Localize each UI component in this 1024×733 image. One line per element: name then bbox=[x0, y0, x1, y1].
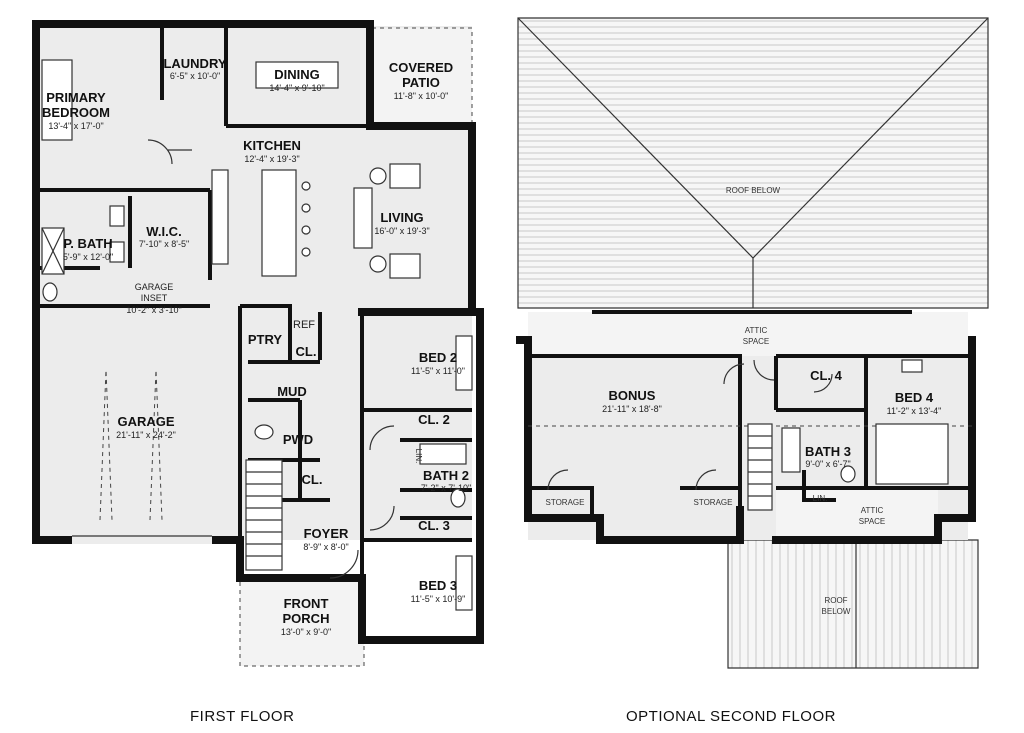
primary-bedroom-name-1: PRIMARY bbox=[46, 90, 106, 105]
dining-dims: 14'-4" x 9'-10" bbox=[269, 83, 324, 93]
front-porch-name-2: PORCH bbox=[283, 611, 330, 626]
first-floor-plan: PRIMARY BEDROOM 13'-4" x 17'-0" LAUNDRY … bbox=[32, 20, 484, 667]
kitchen-counter bbox=[211, 169, 229, 265]
second-floor-title: OPTIONAL SECOND FLOOR bbox=[626, 708, 836, 725]
bath3-name: BATH 3 bbox=[805, 444, 851, 459]
primary-bed bbox=[41, 59, 73, 141]
bed3-dims: 11'-5" x 10'-9" bbox=[411, 594, 466, 604]
stairs bbox=[245, 459, 283, 571]
garage-inset-dims: 10'-2" x 3'-10" bbox=[126, 305, 181, 315]
attic-space-top-1: ATTIC bbox=[745, 326, 768, 335]
dining-table bbox=[255, 61, 339, 89]
attic-space-top-2: SPACE bbox=[743, 337, 770, 346]
covered-patio-name-2: PATIO bbox=[402, 75, 440, 90]
covered-patio-name-1: COVERED bbox=[389, 60, 453, 75]
storage-right: STORAGE bbox=[694, 498, 733, 507]
bed3-bed bbox=[455, 555, 473, 611]
kitchen-dims: 12'-4" x 19'-3" bbox=[244, 154, 299, 164]
ptry-name: PTRY bbox=[248, 332, 283, 347]
attic-space-bottom-1: ATTIC bbox=[861, 506, 884, 515]
primary-bedroom-name-2: BEDROOM bbox=[42, 105, 110, 120]
garage-inset-name-1: GARAGE bbox=[135, 282, 174, 292]
bonus-dims: 21'-11" x 18'-8" bbox=[602, 404, 662, 414]
covered-patio-dims: 11'-8" x 10'-0" bbox=[394, 91, 449, 101]
garage-inset-name-2: INSET bbox=[141, 293, 168, 303]
lin-name: LIN. bbox=[414, 449, 423, 464]
foyer-name: FOYER bbox=[304, 526, 349, 541]
front-porch-name-1: FRONT bbox=[284, 596, 329, 611]
cl3-name: CL. 3 bbox=[418, 518, 450, 533]
p-bath-name: P. BATH bbox=[63, 236, 112, 251]
wic-dims: 7'-10" x 8'-5" bbox=[139, 239, 189, 249]
bed4-dims: 11'-2" x 13'-4" bbox=[887, 406, 942, 416]
bed2-name: BED 2 bbox=[419, 350, 457, 365]
first-floor-title: FIRST FLOOR bbox=[190, 708, 295, 725]
living-dims: 16'-0" x 19'-3" bbox=[374, 226, 429, 236]
second-floor-plan: ROOF BELOW ATTIC SPACE BONUS 21'-11" x 1… bbox=[516, 17, 989, 669]
pwd-name: PWD bbox=[283, 432, 313, 447]
p-bath-dims: 5'-9" x 12'-0" bbox=[63, 252, 113, 262]
cl-b-name: CL. bbox=[302, 472, 323, 487]
garage-dims: 21'-11" x 24'-2" bbox=[116, 430, 176, 440]
bath2-name: BATH 2 bbox=[423, 468, 469, 483]
bed2-bed bbox=[455, 335, 473, 391]
garage-name: GARAGE bbox=[117, 414, 174, 429]
bath2-tub bbox=[419, 443, 467, 465]
lower-roof bbox=[728, 540, 978, 668]
toilet-pwd bbox=[254, 424, 274, 440]
front-porch-dims: 13'-0" x 9'-0" bbox=[281, 627, 331, 637]
bed2-dims: 11'-5" x 11'-0" bbox=[411, 366, 465, 376]
laundry-name: LAUNDRY bbox=[163, 56, 226, 71]
bath3-dims: 9'-0" x 6'-7" bbox=[805, 459, 850, 469]
living-chair-top bbox=[389, 163, 421, 189]
mud-name: MUD bbox=[277, 384, 307, 399]
living-chair-bottom bbox=[389, 253, 421, 279]
kitchen-name: KITCHEN bbox=[243, 138, 301, 153]
bed3-name: BED 3 bbox=[419, 578, 457, 593]
kitchen-island bbox=[261, 169, 297, 277]
second-floor-walls bbox=[516, 336, 976, 544]
storage-left: STORAGE bbox=[546, 498, 585, 507]
roof-below-bottom-1: ROOF bbox=[824, 596, 847, 605]
second-floor-stair bbox=[747, 423, 773, 511]
bath2-dims: 7'-2" x 7'-10" bbox=[421, 483, 471, 493]
covered-patio-area bbox=[372, 28, 472, 124]
cl4-name: CL. 4 bbox=[810, 368, 843, 383]
ref-name: REF bbox=[293, 319, 315, 331]
primary-bedroom-dims: 13'-4" x 17'-0" bbox=[48, 121, 103, 131]
front-porch-area bbox=[240, 578, 364, 666]
attic-space-bottom-2: SPACE bbox=[859, 517, 886, 526]
roof-below-bottom-2: BELOW bbox=[822, 607, 851, 616]
cl2-name: CL. 2 bbox=[418, 412, 450, 427]
cl-a-name: CL. bbox=[296, 344, 317, 359]
foyer-dims: 8'-9" x 8'-0" bbox=[303, 542, 348, 552]
bed4-bed bbox=[875, 423, 949, 485]
laundry-dims: 6'-5" x 10'-0" bbox=[170, 71, 220, 81]
bonus-name: BONUS bbox=[609, 388, 656, 403]
roof-below-top: ROOF BELOW bbox=[726, 186, 781, 195]
bed4-name: BED 4 bbox=[895, 390, 934, 405]
dining-name: DINING bbox=[274, 67, 320, 82]
bath3-lin-name: LIN. bbox=[813, 494, 828, 503]
living-name: LIVING bbox=[380, 210, 423, 225]
bath3-tub bbox=[781, 427, 801, 473]
living-sofa bbox=[353, 187, 373, 249]
toilet-pbath bbox=[42, 282, 58, 302]
wic-name: W.I.C. bbox=[146, 224, 181, 239]
